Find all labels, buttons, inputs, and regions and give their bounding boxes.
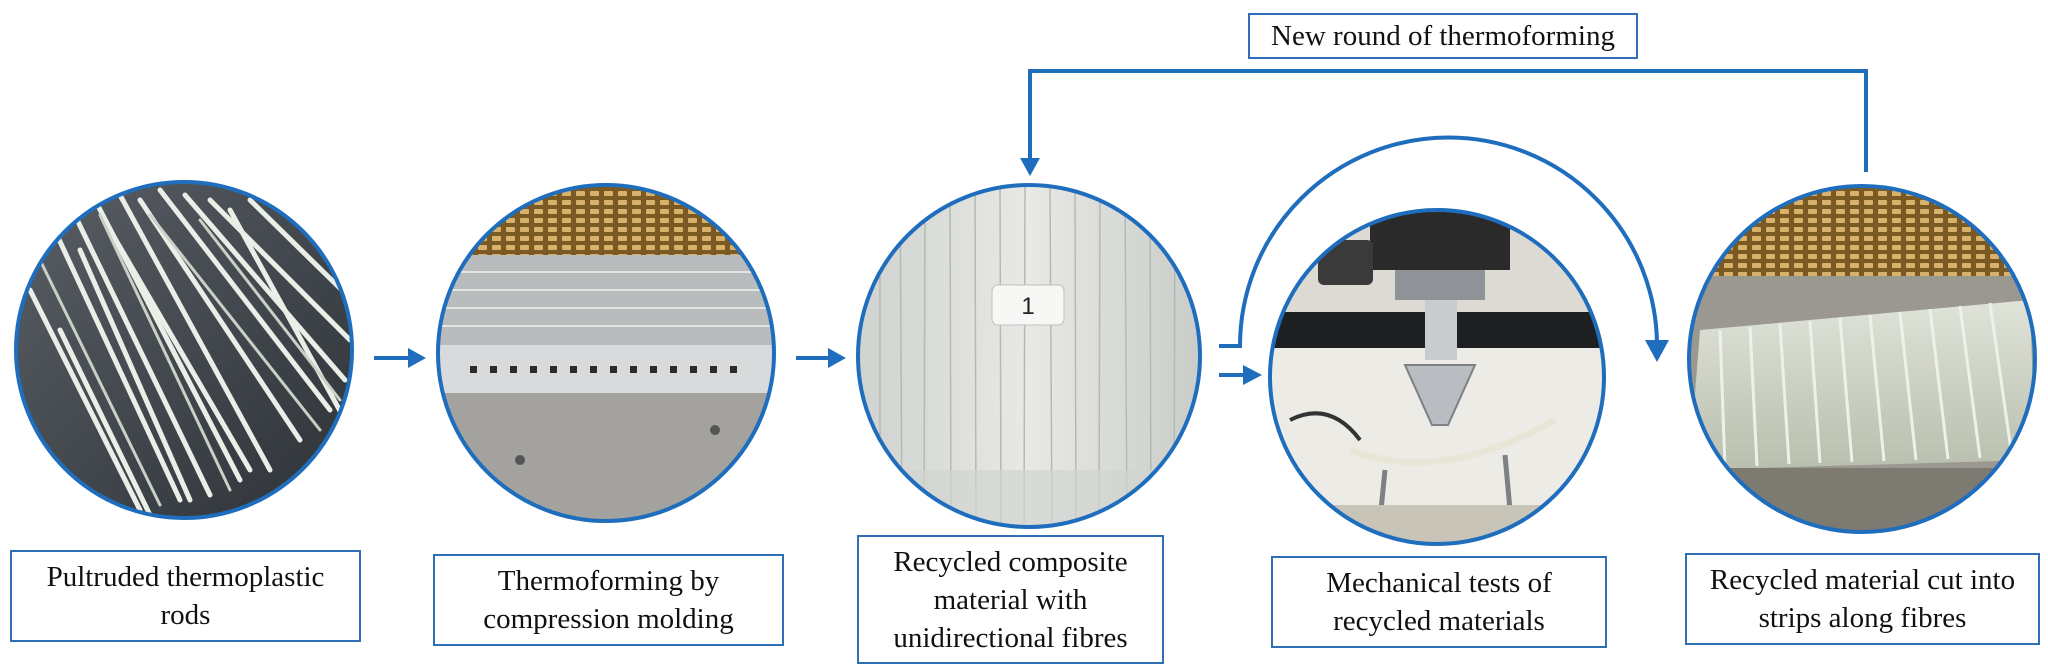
arrow-composite-to-tests — [1219, 365, 1262, 385]
loop-arrow-new-round — [1020, 69, 1868, 176]
label-line: Recycled composite — [893, 545, 1128, 578]
label-line: unidirectional fibres — [893, 621, 1128, 654]
arrow-rods-to-thermoforming — [374, 348, 426, 368]
label-line: rods — [160, 599, 211, 631]
pultruded-rods-photo — [14, 180, 354, 520]
compression-mold-photo — [436, 183, 776, 523]
panel-tag-number: 1 — [1021, 293, 1034, 320]
loop-label-box: New round of thermoforming — [1248, 13, 1638, 59]
label-line: Recycled material cut into — [1709, 564, 2016, 596]
cut-strips-photo — [1687, 184, 2037, 534]
label-line: Mechanical tests of — [1326, 567, 1552, 599]
bending-test-photo — [1268, 208, 1606, 546]
composite-panel-photo: 1 — [856, 183, 1202, 529]
label-box-composite: Recycled composite material with unidire… — [857, 535, 1164, 664]
arrow-thermoforming-to-composite — [796, 348, 846, 368]
label-box-rods: Pultruded thermoplastic rods — [10, 550, 361, 642]
label-line: Pultruded thermoplastic — [46, 561, 325, 593]
arc-arrow-composite-to-strips — [1219, 135, 1669, 362]
label-box-tests: Mechanical tests of recycled materials — [1271, 556, 1607, 648]
label-line: compression molding — [483, 603, 734, 635]
label-box-thermoforming: Thermoforming by compression molding — [433, 554, 784, 646]
panel-tag — [991, 284, 1065, 326]
label-line: strips along fibres — [1758, 602, 1967, 634]
label-box-strips: Recycled material cut into strips along … — [1685, 553, 2040, 645]
label-line: Thermoforming by — [497, 565, 720, 597]
loop-label: New round of thermoforming — [1271, 20, 1615, 52]
label-line: recycled materials — [1333, 605, 1545, 637]
label-line: material with — [933, 583, 1088, 616]
